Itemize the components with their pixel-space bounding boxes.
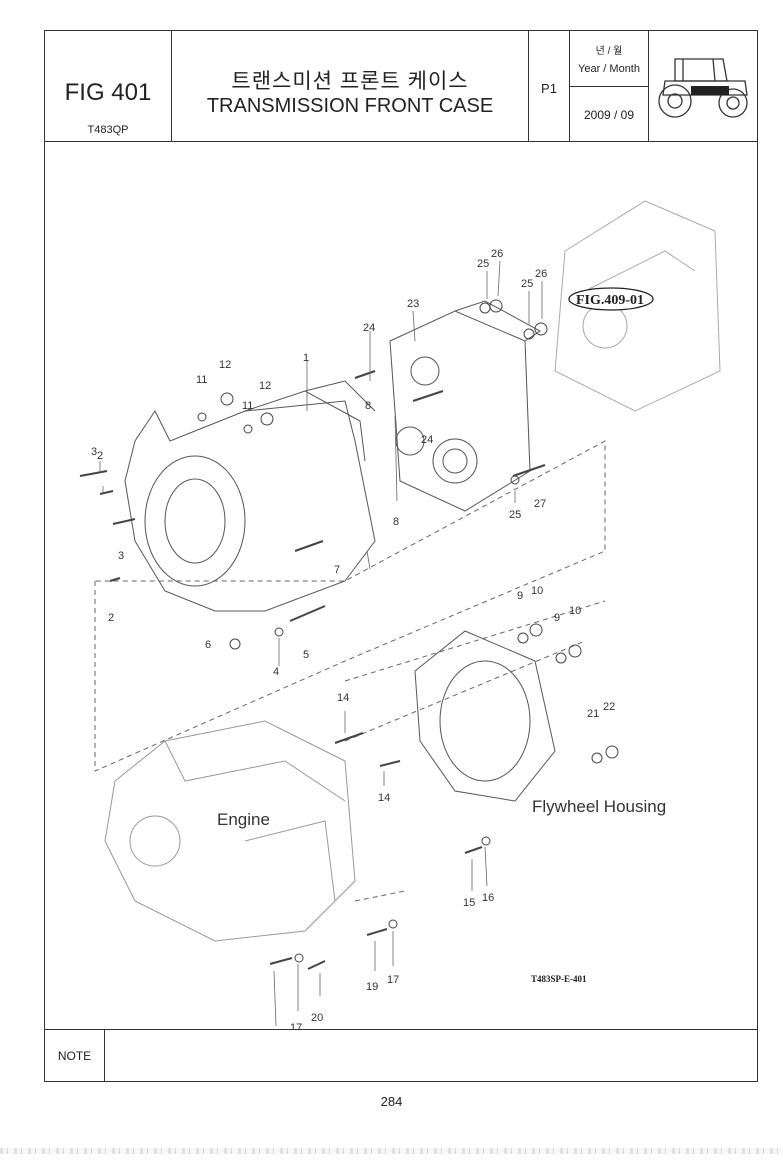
drawing-code: T483SP-E-401	[531, 974, 587, 984]
title-cell: 트랜스미션 프론트 케이스 TRANSMISSION FRONT CASE	[172, 31, 529, 141]
date-label: Year / Month	[578, 63, 640, 75]
fig-cell: FIG 401 T483QP	[45, 31, 172, 141]
callout-9: 9	[554, 612, 560, 624]
callout-3: 3	[91, 446, 97, 458]
callout-15: 15	[463, 897, 475, 909]
flywheel-housing-outline	[414, 630, 556, 802]
callout-8: 8	[393, 516, 399, 528]
callout-4: 4	[273, 666, 279, 678]
engine-label: Engine	[217, 810, 270, 829]
page-cell: P1	[529, 31, 570, 141]
callout-20: 20	[311, 1012, 323, 1024]
callout-17: 17	[290, 1022, 302, 1029]
callout-2: 2	[97, 450, 103, 462]
exploded-parts-diagram: 1 2 2 3 3 4 5 6 7 8 8 9 9 10 10 11 11 12…	[79, 200, 721, 1029]
callout-3: 3	[118, 550, 124, 562]
date-value: 2009 / 09	[583, 108, 635, 122]
fig-number: FIG 401	[64, 79, 152, 106]
gear-case-outline	[389, 310, 531, 512]
note-row: NOTE	[45, 1029, 757, 1082]
callout-26: 26	[535, 268, 547, 280]
callout-10: 10	[531, 585, 543, 597]
date-cell: 년 / 월 Year / Month 2009 / 09	[570, 31, 649, 141]
callout-14: 14	[378, 792, 390, 804]
title-english: TRANSMISSION FRONT CASE	[206, 95, 494, 117]
engine-outline	[104, 720, 356, 942]
callout-21: 21	[587, 708, 599, 720]
front-case-outline	[124, 400, 376, 612]
date-label-korean: 년 / 월	[595, 46, 623, 57]
date-label-box: 년 / 월 Year / Month	[570, 31, 648, 87]
logo-cell	[649, 31, 759, 141]
callout-25: 25	[521, 278, 533, 290]
callout-16: 16	[482, 892, 494, 904]
callout-6: 6	[205, 639, 211, 651]
callout-24: 24	[363, 322, 375, 334]
title-korean: 트랜스미션 프론트 케이스	[231, 70, 469, 93]
header: FIG 401 T483QP 트랜스미션 프론트 케이스 TRANSMISSIO…	[45, 31, 757, 142]
callout-9: 9	[517, 590, 523, 602]
callout-1: 1	[303, 352, 309, 364]
callout-17: 17	[387, 974, 399, 986]
model-code: T483QP	[87, 124, 129, 136]
callout-25: 25	[509, 509, 521, 521]
callout-25: 25	[477, 258, 489, 270]
page-label: P1	[541, 81, 557, 96]
callout-10: 10	[569, 605, 581, 617]
callout-24: 24	[421, 434, 433, 446]
callout-7: 7	[334, 564, 340, 576]
callout-19: 19	[366, 981, 378, 993]
callout-5: 5	[303, 649, 309, 661]
callout-26: 26	[491, 248, 503, 260]
callout-27: 27	[534, 498, 546, 510]
flywheel-housing-label: Flywheel Housing	[532, 797, 666, 816]
tractor-icon	[658, 58, 748, 118]
parts-page-frame: FIG 401 T483QP 트랜스미션 프론트 케이스 TRANSMISSIO…	[44, 30, 758, 1082]
callout-numbers: 1 2 2 3 3 4 5 6 7 8 8 9 9 10 10 11 11 12…	[91, 248, 615, 1029]
callout-11: 11	[196, 374, 207, 386]
reference-fig-label: FIG.409-01	[576, 293, 644, 308]
callout-22: 22	[603, 701, 615, 713]
note-label: NOTE	[45, 1030, 105, 1082]
scan-artifact	[0, 1148, 783, 1154]
callout-12: 12	[259, 380, 271, 392]
callout-2: 2	[108, 612, 114, 624]
callout-8: 8	[365, 400, 371, 412]
callout-11: 11	[242, 400, 253, 412]
callout-14: 14	[337, 692, 349, 704]
callout-12: 12	[219, 359, 231, 371]
page-number: 284	[380, 1094, 403, 1109]
callout-23: 23	[407, 298, 419, 310]
